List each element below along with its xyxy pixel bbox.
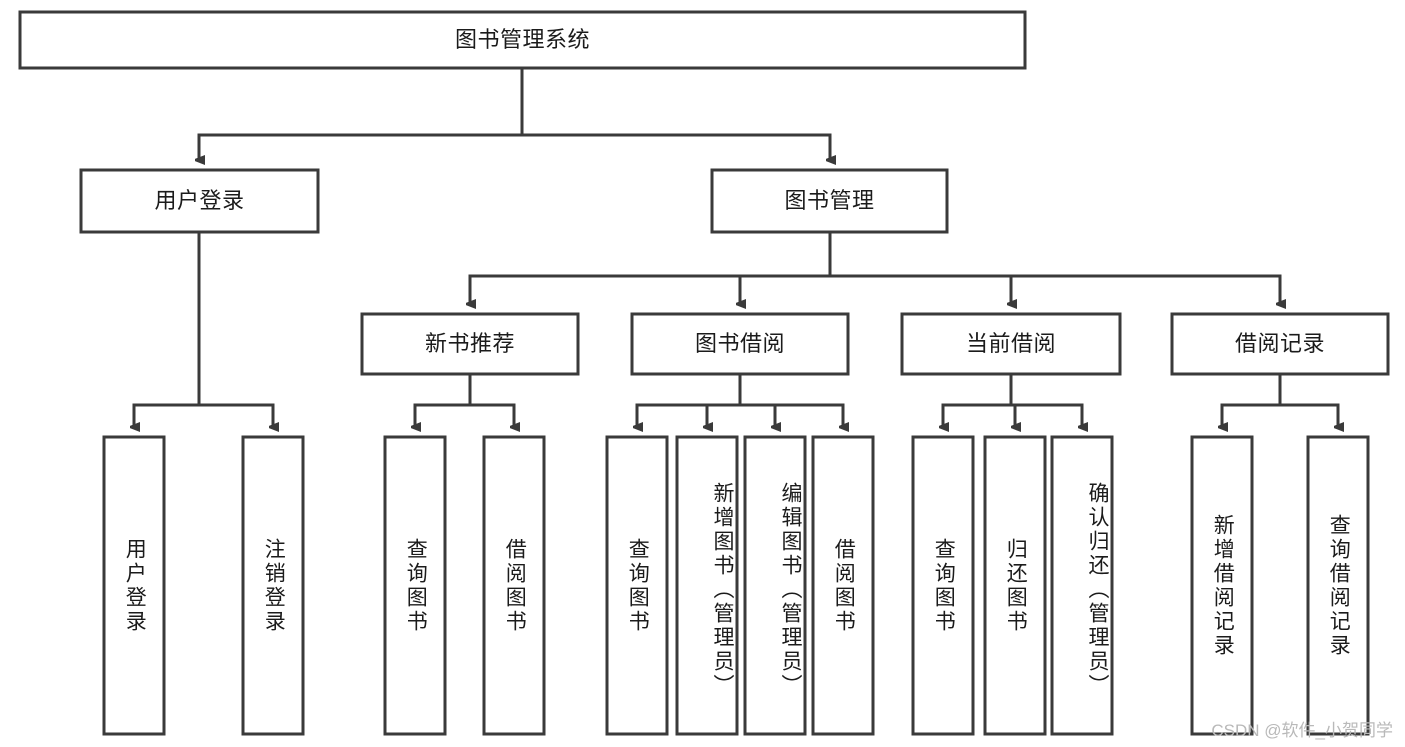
node-box-current-borrow[interactable] bbox=[900, 312, 1122, 376]
node-box-book-management[interactable] bbox=[710, 168, 949, 234]
node-box-leaf-query-book-current[interactable] bbox=[911, 435, 975, 736]
node-box-leaf-query-book-recommend[interactable] bbox=[383, 435, 447, 736]
node-box-leaf-logout-login[interactable] bbox=[241, 435, 305, 736]
node-box-leaf-add-borrow-record[interactable] bbox=[1190, 435, 1254, 736]
node-box-book-borrow[interactable] bbox=[630, 312, 850, 376]
node-box-leaf-query-borrow-record[interactable] bbox=[1306, 435, 1370, 736]
node-box-leaf-add-book-admin[interactable] bbox=[675, 435, 739, 736]
node-box-root[interactable] bbox=[18, 10, 1027, 70]
node-box-leaf-confirm-return-admin[interactable] bbox=[1050, 435, 1114, 736]
node-boxes bbox=[18, 10, 1390, 736]
node-box-leaf-user-login[interactable] bbox=[102, 435, 166, 736]
node-box-new-book-recommend[interactable] bbox=[360, 312, 580, 376]
node-box-leaf-query-book-borrow[interactable] bbox=[605, 435, 669, 736]
node-box-leaf-edit-book-admin[interactable] bbox=[743, 435, 807, 736]
connector-lines bbox=[134, 66, 1338, 427]
node-box-user-login[interactable] bbox=[79, 168, 320, 234]
node-box-leaf-borrow-book-recommend[interactable] bbox=[482, 435, 546, 736]
node-box-leaf-borrow-book[interactable] bbox=[811, 435, 875, 736]
node-box-leaf-return-book[interactable] bbox=[983, 435, 1047, 736]
node-box-borrow-record[interactable] bbox=[1170, 312, 1390, 376]
